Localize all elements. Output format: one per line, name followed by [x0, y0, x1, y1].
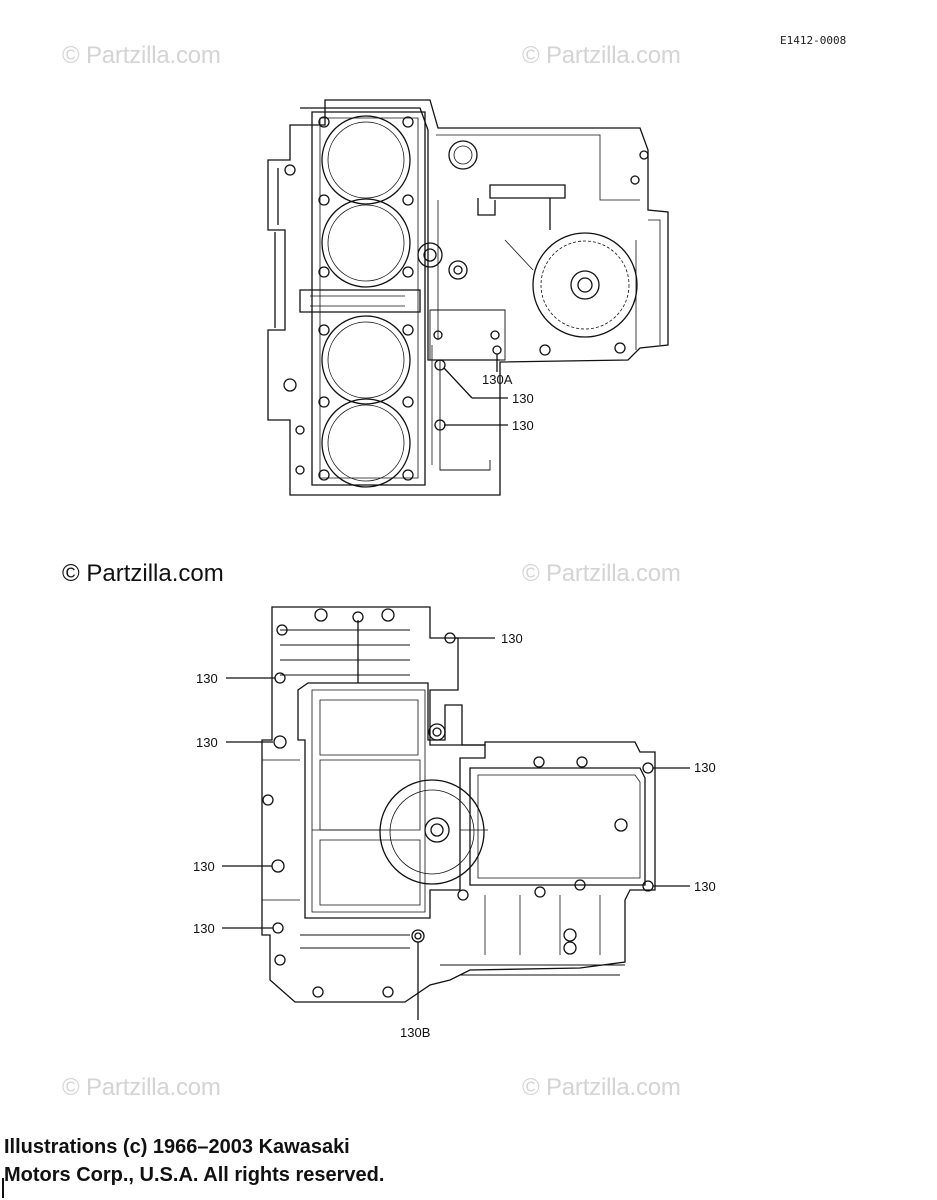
callout-label: 130 [193, 859, 215, 874]
callout-label: 130 [694, 879, 716, 894]
callout-label: 130 [196, 735, 218, 750]
watermark: © Partzilla.com [522, 560, 681, 587]
watermark-prominent: © Partzilla.com [62, 560, 224, 587]
callout-label: 130B [400, 1025, 430, 1040]
callout-label: 130 [512, 418, 534, 433]
watermark: © Partzilla.com [522, 1074, 681, 1101]
callout-label: 130 [694, 760, 716, 775]
callout-label: 130A [482, 372, 513, 387]
callout-label: 130 [193, 921, 215, 936]
copyright-footer: Illustrations (c) 1966–2003 Kawasaki Mot… [4, 1133, 384, 1189]
watermark: © Partzilla.com [522, 42, 681, 69]
callout-label: 130 [196, 671, 218, 686]
upper-crankcase-drawing [267, 99, 669, 496]
watermark: © Partzilla.com [62, 1074, 221, 1101]
copyright-line: Motors Corp., U.S.A. All rights reserved… [4, 1164, 385, 1186]
watermark: © Partzilla.com [62, 42, 221, 69]
callout-label: 130 [501, 631, 523, 646]
copyright-line: Illustrations (c) 1966–2003 Kawasaki [4, 1136, 350, 1158]
diagram-reference-code: E1412-0008 [780, 34, 847, 47]
text-cursor [2, 1178, 4, 1198]
lower-crankcase-drawing [222, 606, 690, 1020]
callout-label: 130 [512, 391, 534, 406]
